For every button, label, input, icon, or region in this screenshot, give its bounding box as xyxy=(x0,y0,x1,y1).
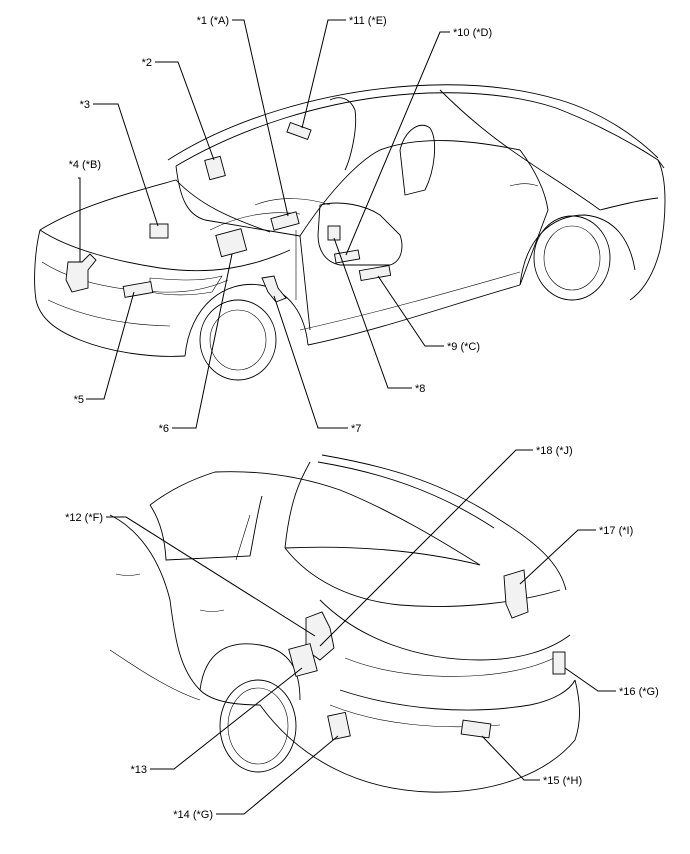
component-9 xyxy=(358,264,392,282)
component-15 xyxy=(460,719,492,739)
component-3 xyxy=(149,223,169,239)
component-6 xyxy=(215,228,248,258)
component-2 xyxy=(204,155,226,181)
callout-labels: *1 (*A) *2 *3 *4 (*B) *5 *6 *7 *8 *9 (*C… xyxy=(65,15,659,821)
callout-7: *7 xyxy=(351,423,361,435)
component-8 xyxy=(327,225,341,241)
callout-10: *10 (*D) xyxy=(453,27,492,39)
callout-14: *14 (*G) xyxy=(173,809,213,821)
callout-17: *17 (*I) xyxy=(599,525,633,537)
callout-13: *13 xyxy=(130,764,147,776)
callout-12: *12 (*F) xyxy=(65,512,103,524)
component-1 xyxy=(270,211,300,231)
callout-9: *9 (*C) xyxy=(447,341,480,353)
rear-components xyxy=(288,569,566,741)
rear-leader-lines xyxy=(106,449,616,815)
callout-18: *18 (*J) xyxy=(536,445,573,457)
callout-2: *2 xyxy=(142,57,152,69)
callout-8: *8 xyxy=(415,383,425,395)
component-16 xyxy=(552,651,566,675)
front-car-illustration xyxy=(34,84,666,381)
component-17 xyxy=(503,569,529,619)
callout-3: *3 xyxy=(80,99,90,111)
front-components xyxy=(65,121,392,303)
callout-6: *6 xyxy=(159,423,169,435)
callout-16: *16 (*G) xyxy=(619,686,659,698)
component-11 xyxy=(286,121,312,141)
component-10 xyxy=(333,249,361,264)
callout-15: *15 (*H) xyxy=(543,775,582,787)
front-leader-lines xyxy=(78,19,450,429)
callout-5: *5 xyxy=(74,394,84,406)
component-13 xyxy=(288,643,318,677)
callout-1: *1 (*A) xyxy=(197,15,229,27)
component-4 xyxy=(65,253,97,293)
component-7 xyxy=(261,275,287,303)
component-14 xyxy=(327,711,351,741)
component-5 xyxy=(122,281,154,298)
callout-4: *4 (*B) xyxy=(69,159,101,171)
callout-11: *11 (*E) xyxy=(349,15,387,27)
rear-car-illustration xyxy=(109,454,580,793)
